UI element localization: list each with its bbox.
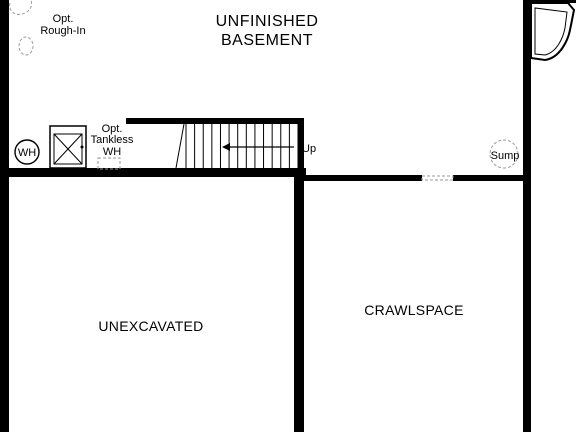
furnace [49,125,87,169]
tankless-label-line2: Tankless [91,134,134,146]
stairs-up-label: Up [302,143,316,155]
water-heater-label: WH [18,147,36,159]
stairs: Up [175,123,316,169]
unfinished-basement-label-line2: BASEMENT [221,32,313,49]
sump-pit-icon [489,139,519,169]
tankless-label-line1: Opt. [102,123,123,135]
crawlspace-access-opening [421,175,454,181]
mid-wall-right-a [304,175,422,181]
tankless-label-line3: WH [103,146,121,158]
crawlspace-label: CRAWLSPACE [364,302,463,318]
bay-wall-top [523,0,576,3]
right-exterior-wall [523,0,531,432]
unfinished-basement-label-line1: UNFINISHED [216,13,319,30]
mid-wall-left [0,168,306,177]
stair-landing-post [298,118,304,173]
center-divider-wall [294,175,304,432]
roughin-label-line1: Opt. [53,13,74,25]
unexcavated-label: UNEXCAVATED [98,318,203,334]
stair-wall-top [126,118,304,124]
left-exterior-wall [0,0,9,432]
stair-break-line [175,123,185,169]
stair-treads [185,124,299,168]
furnace-icon [49,125,87,169]
arrow-left-icon [222,143,230,151]
roughin-label-line2: Rough-In [40,25,85,37]
bay-icon [530,2,576,62]
toilet-roughin-icon [9,0,34,56]
sump-label: Sump [491,150,520,162]
tankless-wh-footprint [97,157,121,170]
mid-wall-right-b [453,175,525,181]
water-heater-circle-icon [14,139,40,165]
